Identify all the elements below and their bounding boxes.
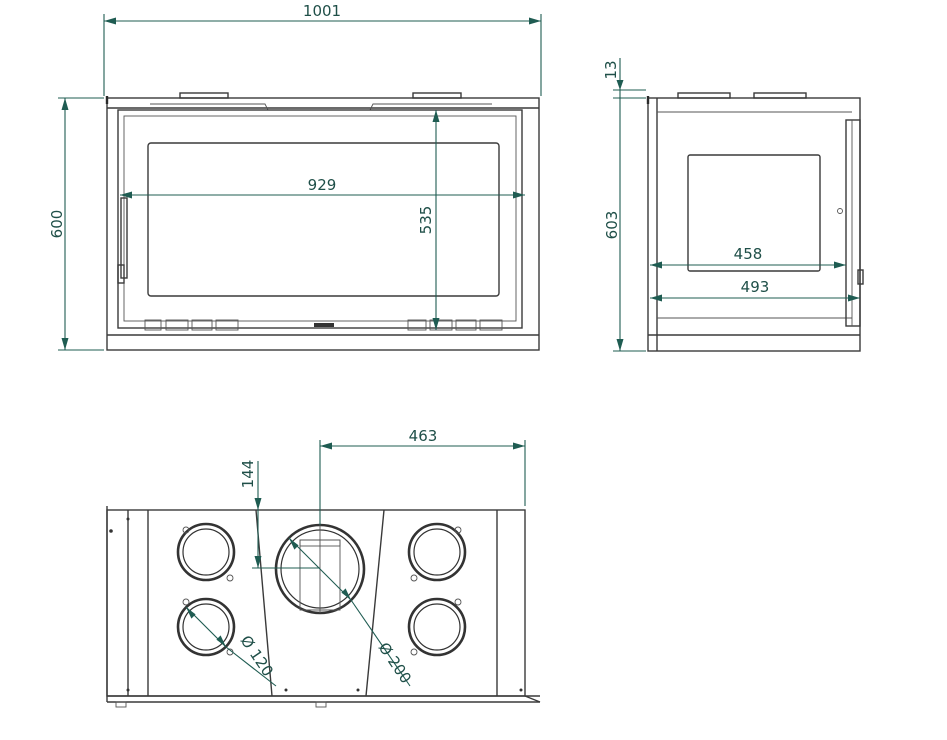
dim-label-600: 600 <box>48 210 66 239</box>
front-door-frame <box>117 109 523 329</box>
dim-label-diam-200: Ø 200 <box>375 639 415 687</box>
top-dim-flue-depth: 144 <box>239 460 320 569</box>
dim-label-463: 463 <box>409 427 438 445</box>
side-top-collar-left <box>677 92 731 99</box>
dim-label-535: 535 <box>417 206 435 235</box>
front-bottom-details <box>144 319 503 331</box>
dim-label-144: 144 <box>239 460 257 489</box>
side-window <box>687 154 821 272</box>
dim-label-1001: 1001 <box>303 2 341 20</box>
top-dim-flue-offset: 463 <box>319 427 526 525</box>
top-central-channel <box>255 509 385 697</box>
front-casing-outline <box>106 97 540 351</box>
top-view <box>106 506 541 708</box>
dim-label-603: 603 <box>603 211 621 240</box>
front-dim-inner-width: 929 <box>120 176 525 199</box>
side-dim-height: 603 <box>603 98 646 352</box>
side-casing-outline <box>647 97 861 352</box>
dim-label-13: 13 <box>602 60 620 79</box>
front-logo-plate <box>314 323 334 327</box>
front-dim-overall-height: 600 <box>48 97 104 351</box>
air-outlet-upper-right <box>407 522 467 582</box>
side-top-collar-right <box>753 92 807 99</box>
side-view <box>646 92 864 352</box>
dim-label-493: 493 <box>741 278 770 296</box>
front-view <box>105 92 540 351</box>
dim-label-929: 929 <box>308 176 337 194</box>
air-outlet-lower-right <box>407 597 467 657</box>
front-dim-inner-height: 535 <box>417 110 440 330</box>
front-glass <box>147 142 500 297</box>
side-door-profile <box>845 119 861 327</box>
side-dim-window-width: 458 <box>650 245 846 269</box>
front-dim-overall-width: 1001 <box>103 2 542 96</box>
dim-label-diam-120: Ø 120 <box>237 632 277 680</box>
side-dim-depth: 493 <box>650 278 860 302</box>
side-dim-top-offset: 13 <box>602 58 646 99</box>
air-outlet-upper-left <box>176 522 236 582</box>
front-top-collar-right <box>412 92 462 99</box>
front-top-collar-left <box>179 92 229 99</box>
dim-label-458: 458 <box>734 245 763 263</box>
